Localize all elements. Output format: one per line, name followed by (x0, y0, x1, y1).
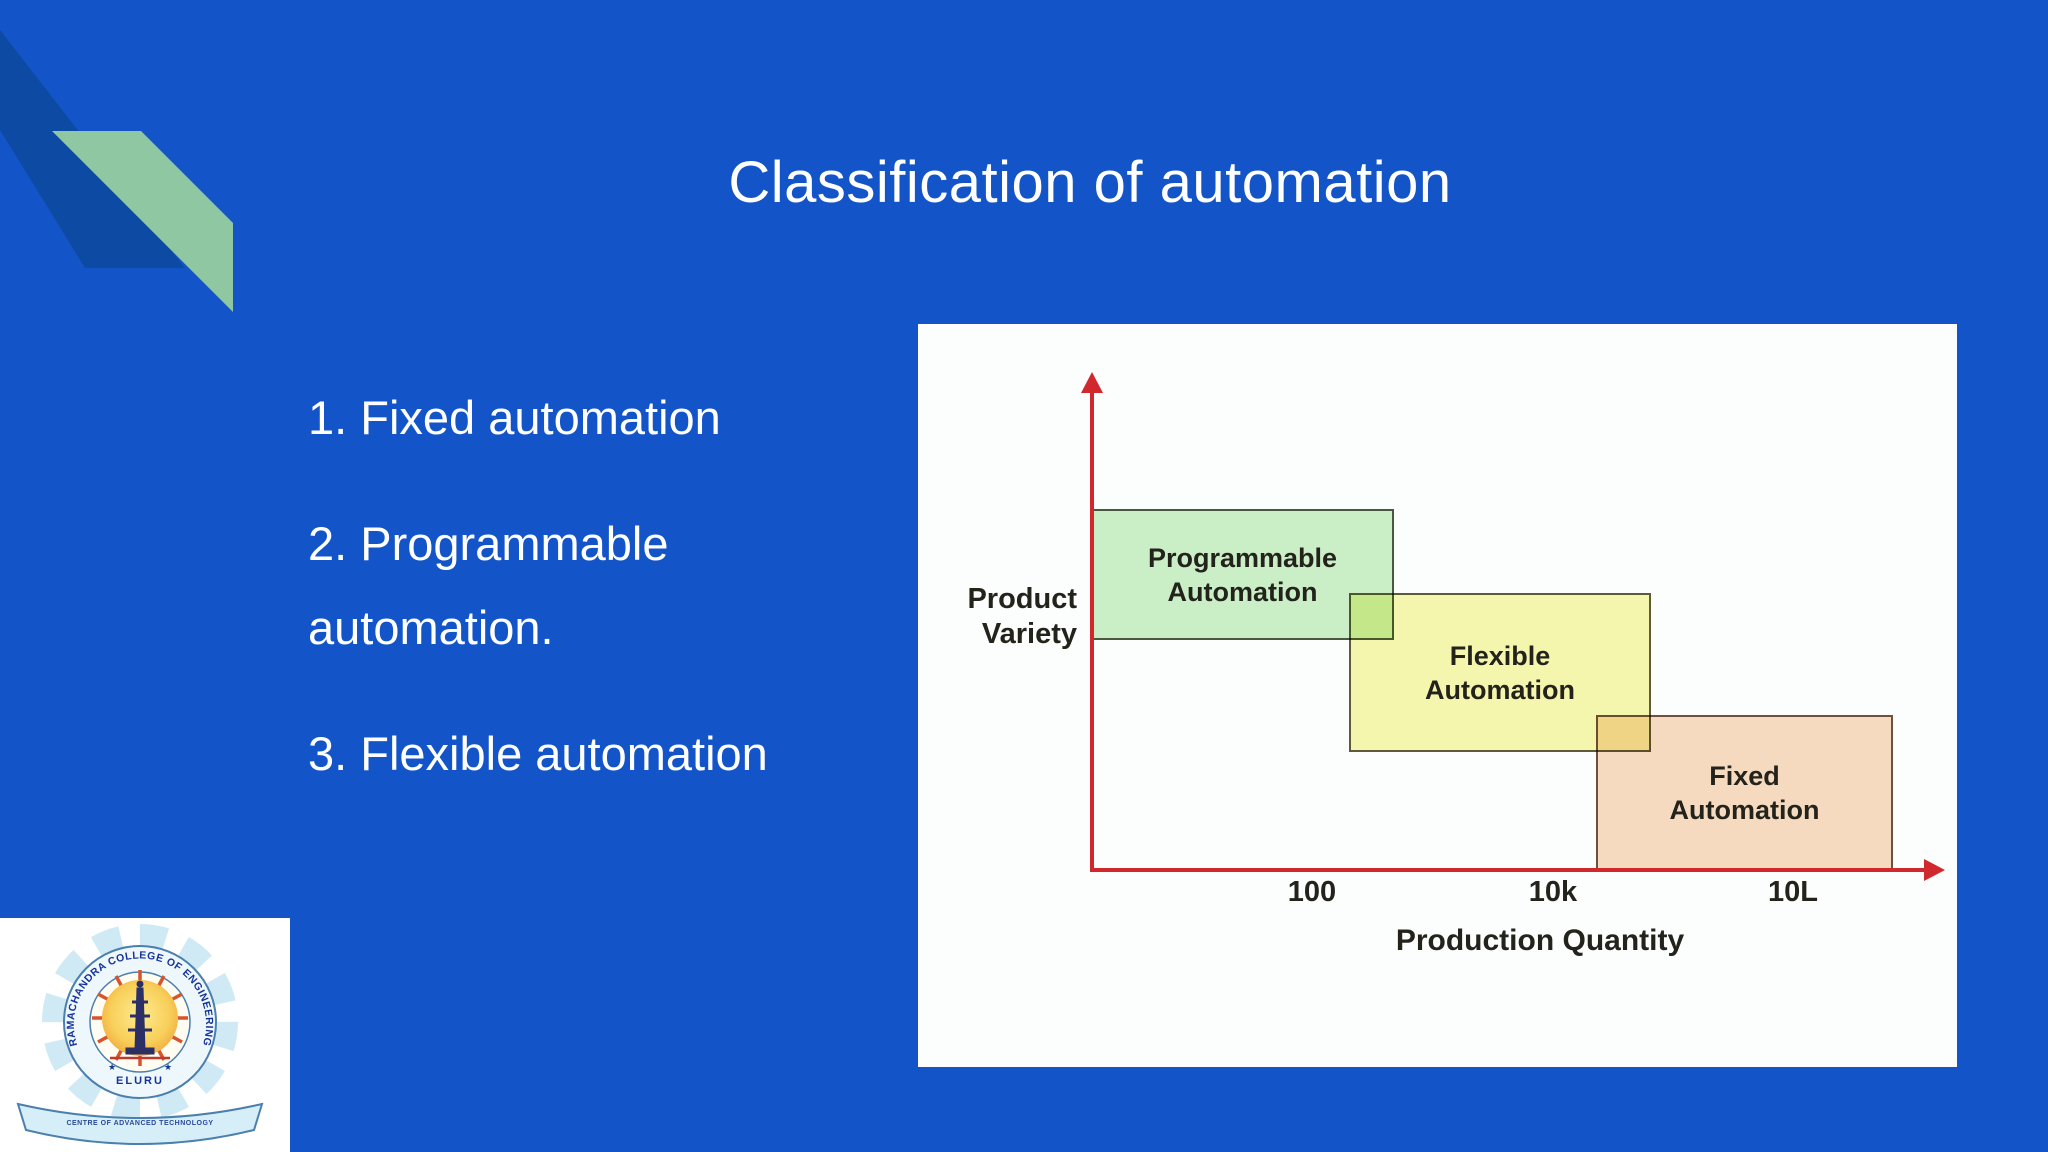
x-axis-line (1090, 868, 1928, 872)
star-right-icon: ★ (164, 1062, 172, 1072)
list-item-flexible-automation: 3. Flexible automation (308, 727, 768, 780)
region-label-line: Automation (1425, 674, 1575, 705)
corner-ribbon-decoration (0, 30, 233, 312)
gear-teeth-ring (42, 924, 238, 1120)
region-label-line: Fixed (1709, 760, 1780, 791)
star-left-icon: ★ (108, 1062, 116, 1072)
x-tick-100: 100 (1287, 876, 1337, 908)
region-label-line: Flexible (1449, 640, 1551, 671)
x-axis-label: Production Quantity (1395, 924, 1685, 957)
ribbon-green-shape (52, 131, 233, 312)
y-axis-label: Product Variety (937, 582, 1077, 652)
chart-panel: Product Variety Production Quantity Prog… (918, 324, 1957, 1067)
region-label-line: Automation (1669, 794, 1820, 825)
x-axis-arrow-icon (1924, 859, 1945, 881)
gear-emblem: RAMACHANDRA COLLEGE OF ENGINEERING ★ ★ E… (42, 924, 238, 1120)
list-item-fixed-automation: 1. Fixed automation (308, 391, 721, 444)
logo-banner: CENTRE OF ADVANCED TECHNOLOGY (16, 1102, 264, 1145)
college-logo: RAMACHANDRA COLLEGE OF ENGINEERING ★ ★ E… (16, 924, 264, 1145)
x-tick-10L: 10L (1768, 876, 1818, 908)
region-label-line: Programmable (1147, 542, 1338, 573)
banner-ribbon-shape (16, 1102, 264, 1145)
y-axis-line (1090, 390, 1094, 872)
logo-city-text: ELURU (116, 1075, 164, 1087)
y-axis-label-line2: Variety (981, 618, 1077, 650)
bullet-list: 1. Fixed automation 2. Programmable auto… (308, 376, 888, 796)
college-logo-panel: RAMACHANDRA COLLEGE OF ENGINEERING ★ ★ E… (0, 918, 290, 1152)
y-axis-arrow-icon (1081, 372, 1103, 393)
chart-plot: Product Variety Production Quantity Prog… (918, 324, 1957, 1067)
banner-text: CENTRE OF ADVANCED TECHNOLOGY (66, 1120, 213, 1127)
list-item-programmable-automation: 2. Programmable automation. (308, 517, 669, 654)
tower-icon (125, 980, 155, 1055)
x-tick-10k: 10k (1528, 876, 1578, 908)
y-axis-label-line1: Product (967, 583, 1077, 615)
region-label-line: Automation (1167, 576, 1318, 607)
slide-title: Classification of automation (728, 149, 1452, 215)
